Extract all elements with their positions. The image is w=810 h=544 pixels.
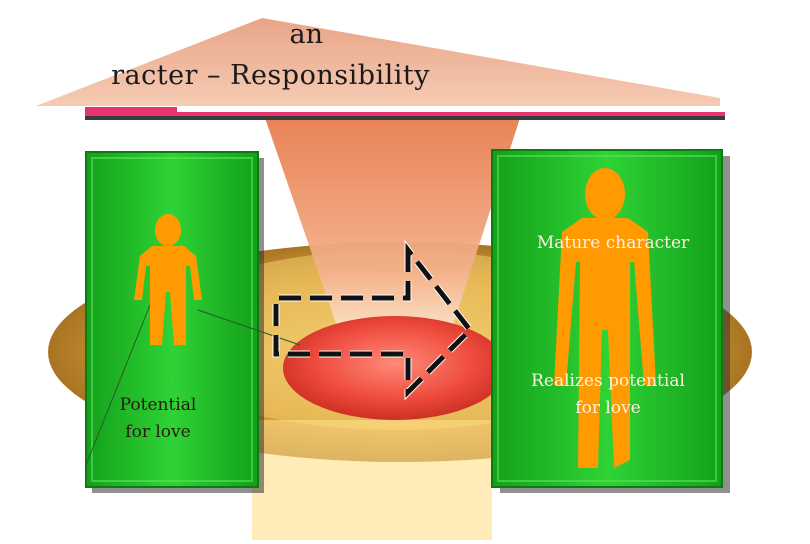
roof-bar	[85, 114, 725, 120]
red-disc	[283, 316, 507, 420]
light-beam	[265, 118, 520, 335]
person-silhouette-icon	[134, 214, 202, 345]
roof	[36, 18, 720, 106]
page-title: racter – Responsibility	[111, 60, 430, 91]
title-fragment: an	[289, 19, 324, 45]
dashed-arrow-icon	[272, 239, 475, 401]
right-panel-bottom-label: Realizes potential for love	[531, 371, 685, 418]
right-panel-top-label: Mature character	[536, 233, 690, 253]
left-panel	[85, 151, 259, 488]
person-silhouette-icon	[554, 168, 656, 468]
left-panel-label: Potential for love	[119, 395, 197, 442]
